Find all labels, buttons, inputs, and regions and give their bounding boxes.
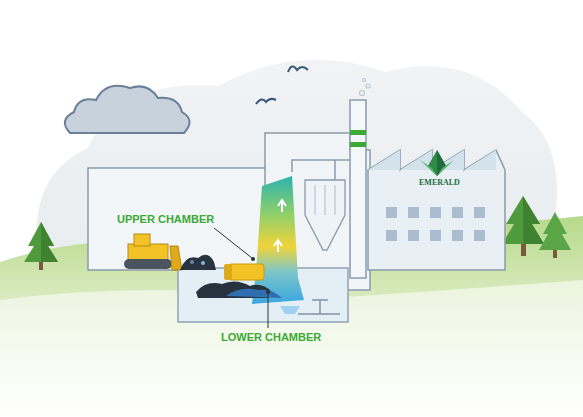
storage-hall	[88, 168, 268, 270]
tree	[502, 196, 571, 258]
windows	[386, 207, 485, 241]
bird	[256, 99, 276, 104]
tree-crown	[41, 222, 58, 262]
waste-pile	[226, 289, 282, 298]
combustion-chamber	[252, 176, 304, 304]
waste-bit	[201, 261, 205, 265]
feed-ram-end	[224, 264, 232, 280]
ash-conveyor	[298, 300, 340, 314]
tree-crown	[539, 212, 571, 250]
chimney-band	[350, 130, 366, 135]
window	[474, 230, 485, 241]
steam	[363, 79, 366, 82]
tree-crown	[523, 196, 544, 244]
dozer-track	[124, 259, 172, 269]
flow-arrow	[278, 200, 286, 212]
filter-line	[315, 185, 316, 215]
steam	[360, 91, 365, 96]
window	[386, 230, 397, 241]
tree-crown	[24, 222, 58, 262]
cloud	[65, 86, 190, 133]
flue-pipe	[292, 160, 350, 180]
turbine-hall	[368, 150, 505, 270]
window	[474, 207, 485, 218]
leader-dot	[266, 290, 270, 294]
steam	[366, 84, 370, 88]
waste-bit	[190, 260, 194, 264]
part-label: UPPER CHAMBER	[117, 214, 214, 225]
logo-leaf	[437, 160, 454, 176]
window	[430, 207, 441, 218]
flow-arrow	[274, 240, 282, 252]
waste-heap	[180, 255, 216, 270]
filter-line	[335, 185, 336, 215]
dozer-cab	[134, 234, 150, 246]
window	[452, 207, 463, 218]
leader-dot	[251, 257, 255, 261]
logo-leaf	[428, 150, 446, 176]
bulldozer	[124, 234, 182, 270]
window	[452, 230, 463, 241]
window	[408, 207, 419, 218]
logo-leaf	[437, 150, 446, 176]
leader-line	[214, 228, 252, 258]
logo-mark	[420, 150, 454, 176]
feed-ram	[228, 264, 264, 280]
bird	[288, 66, 308, 72]
tree-crown	[502, 196, 544, 244]
window	[386, 207, 397, 218]
ash-trough	[280, 306, 300, 314]
cyclone-filter	[305, 180, 345, 250]
leader-line	[268, 292, 269, 328]
window	[430, 230, 441, 241]
tree	[24, 222, 58, 270]
filter-line	[325, 185, 326, 215]
dozer-blade	[170, 246, 182, 270]
chimney	[350, 100, 366, 278]
window	[408, 230, 419, 241]
part-label: LOWER CHAMBER	[221, 332, 321, 343]
logo-leaf	[420, 160, 437, 176]
chimney-band	[350, 142, 366, 147]
logo-text: EMERALD	[419, 179, 460, 187]
